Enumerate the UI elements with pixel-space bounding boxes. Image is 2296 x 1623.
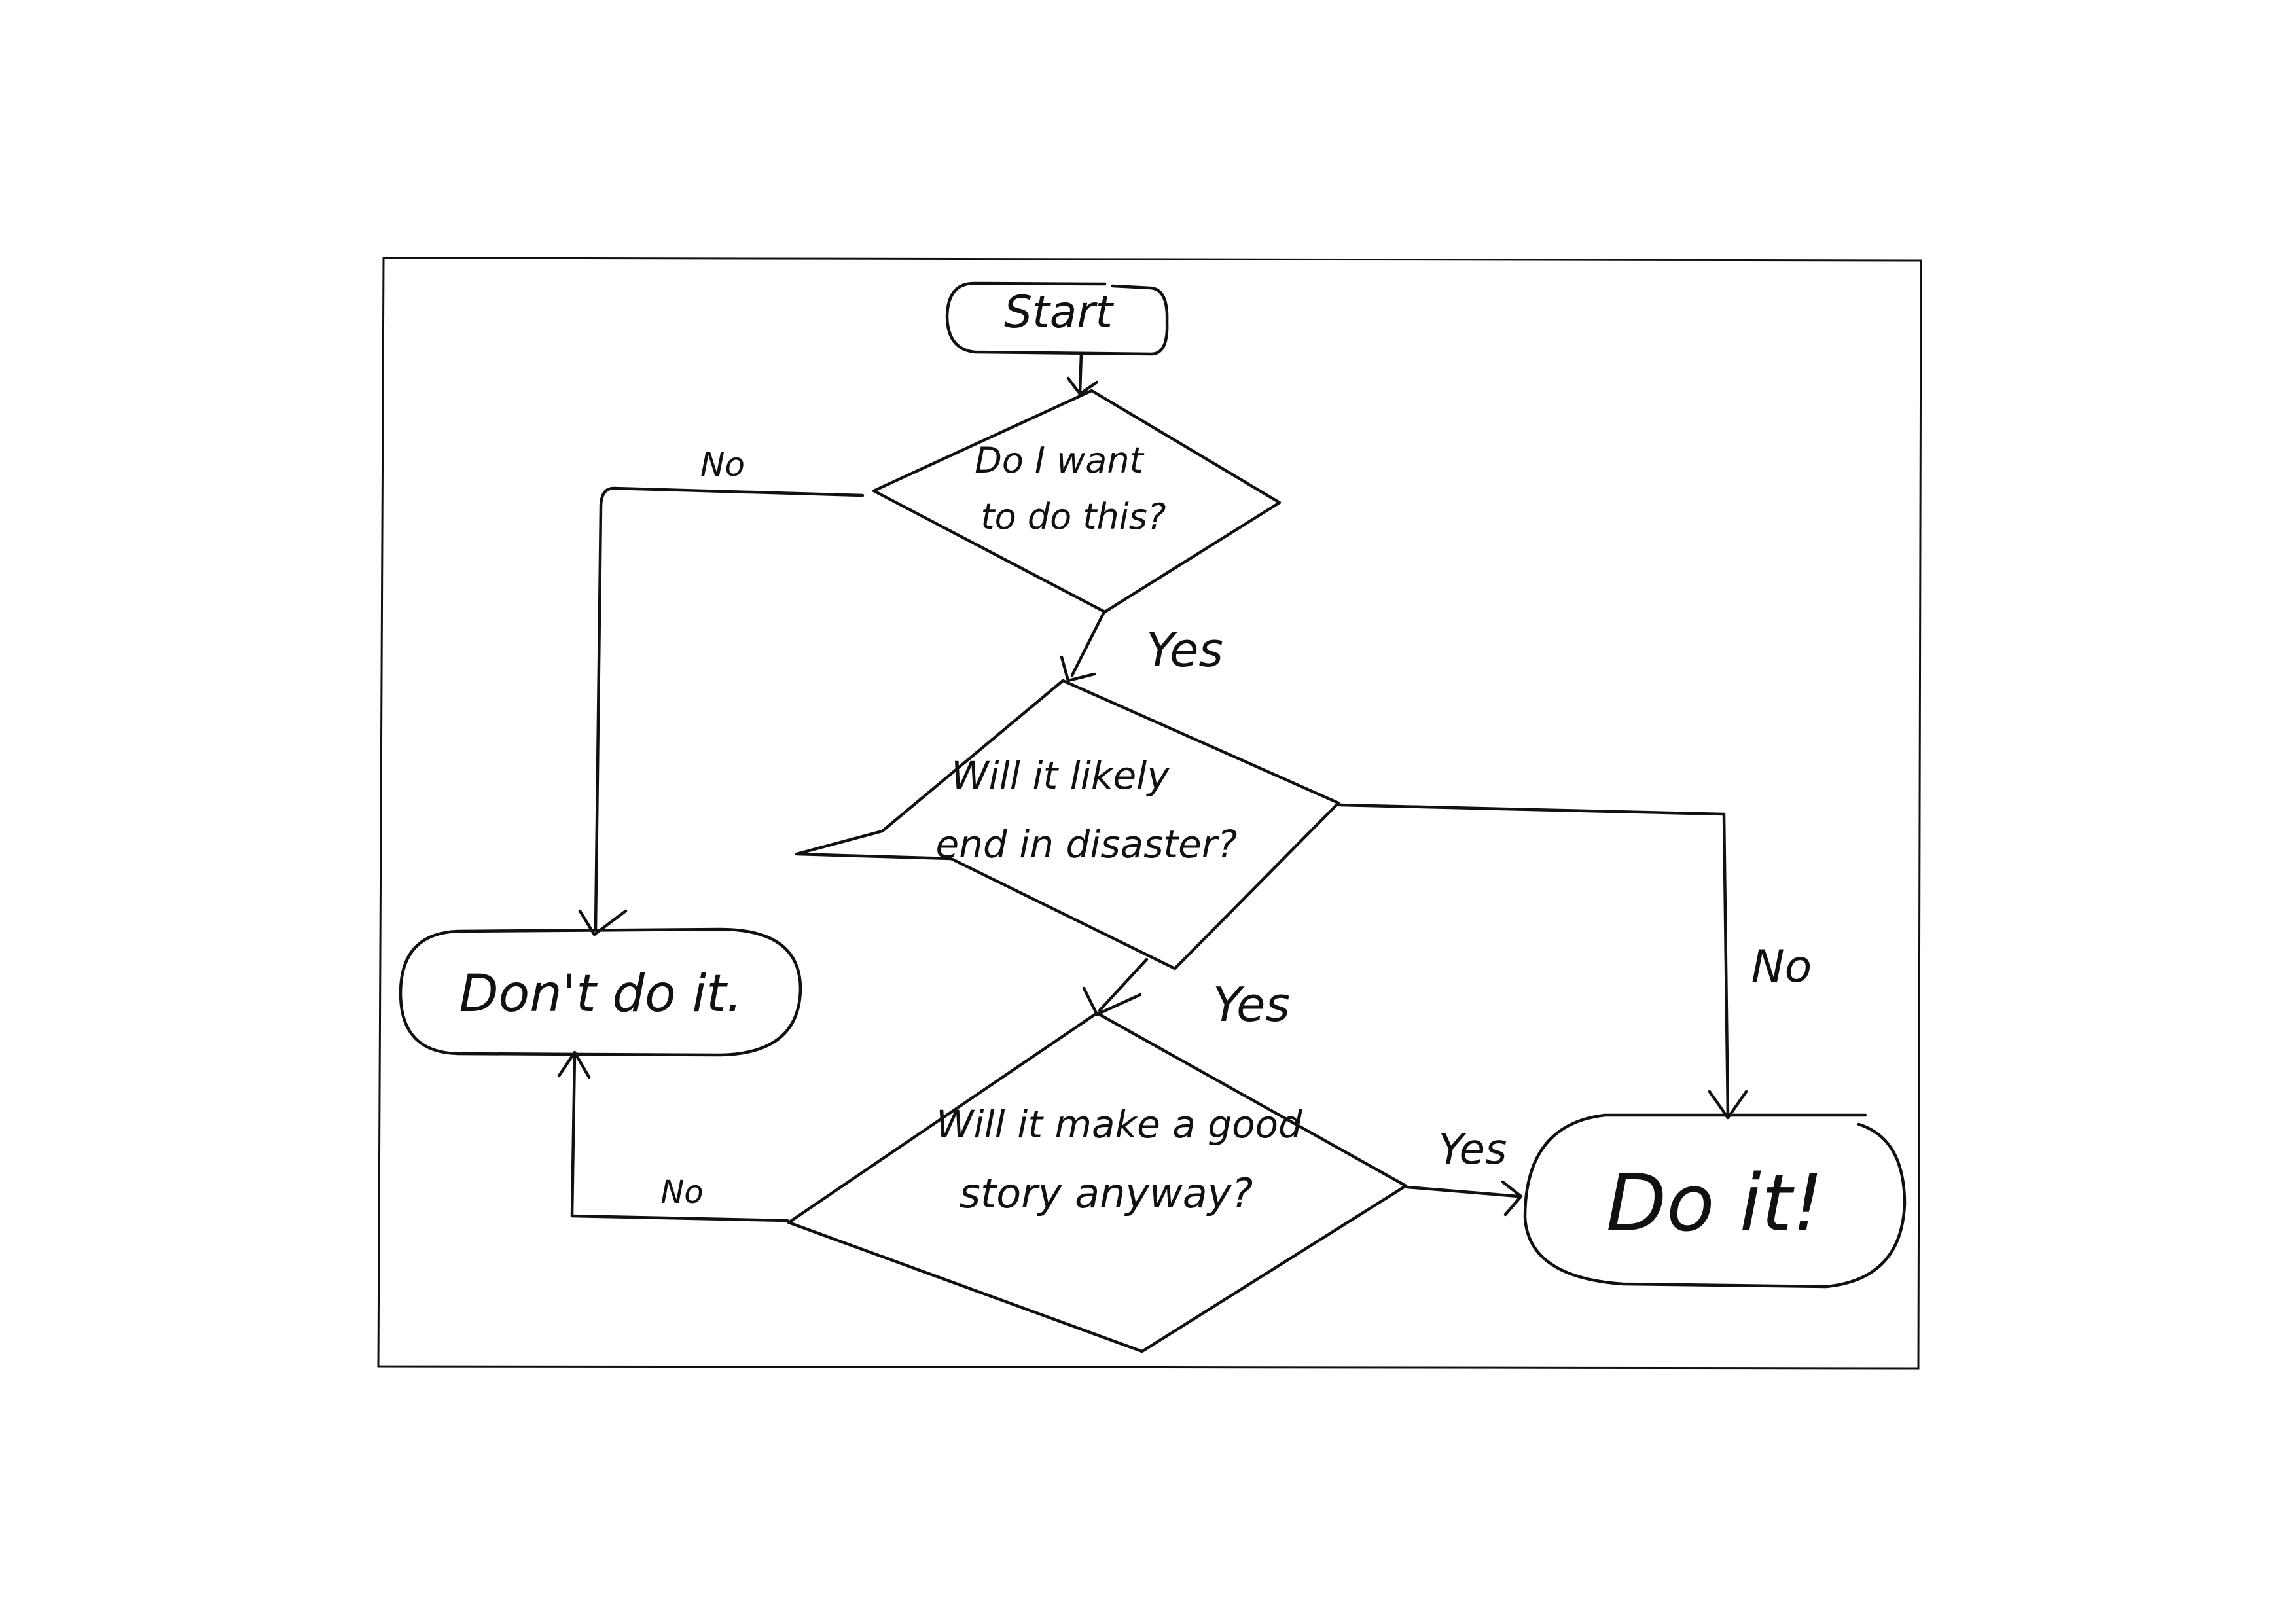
decision-want-to-do-line1: Do I want (975, 440, 1144, 481)
dont-do-it-terminal: Don't do it. (399, 927, 802, 1057)
decision-good-story-shape (787, 1011, 1408, 1353)
arrow-start-to-q1 (1066, 351, 1099, 396)
decision-disaster-line1: Will it likely (951, 753, 1170, 798)
edge-label-q1-yes: Yes (1146, 622, 1223, 677)
arrow-q1-no-to-dont (578, 486, 865, 936)
decision-disaster-shape (795, 679, 1340, 971)
decision-good-story-line2: story anyway? (960, 1169, 1253, 1217)
decision-good-story-line1: Will it make a good (936, 1102, 1303, 1147)
dont-do-it-terminal-shape (399, 927, 802, 1057)
edge-label-q2-yes: Yes (1213, 977, 1290, 1032)
decision-want-to-do-shape (872, 389, 1282, 614)
do-it-label: Do it! (1606, 1158, 1823, 1249)
decision-want-to-do-line2: to do this? (980, 496, 1166, 537)
edge-label-q3-yes: Yes (1439, 1126, 1507, 1174)
decision-good-story: Will it make a good story anyway? (787, 1011, 1408, 1353)
arrow-q3-yes-to-doit (1405, 1180, 1523, 1217)
start-label: Start (1004, 287, 1114, 338)
arrow-q1-yes-to-q2 (1060, 611, 1105, 683)
edge-label-q1-no: No (700, 446, 745, 484)
decision-disaster: Will it likely end in disaster? (795, 679, 1340, 971)
dont-do-it-label: Don't do it. (459, 965, 742, 1024)
do-it-terminal: Do it! (1523, 1113, 1907, 1289)
do-it-terminal-shape (1523, 1113, 1907, 1289)
start-terminal-shape (945, 281, 1169, 356)
arrow-q2-yes-to-q3 (1082, 957, 1149, 1016)
decision-disaster-line2: end in disaster? (936, 822, 1238, 866)
edge-label-q2-no: No (1751, 941, 1812, 993)
edge-label-q3-no: No (660, 1174, 703, 1211)
arrow-q3-no-to-dont (557, 1050, 789, 1222)
decision-want-to-do: Do I want to do this? (872, 389, 1282, 614)
drawing-frame (377, 257, 1922, 1370)
start-terminal: Start (945, 281, 1169, 356)
arrow-q2-no-to-doit (1338, 803, 1748, 1120)
